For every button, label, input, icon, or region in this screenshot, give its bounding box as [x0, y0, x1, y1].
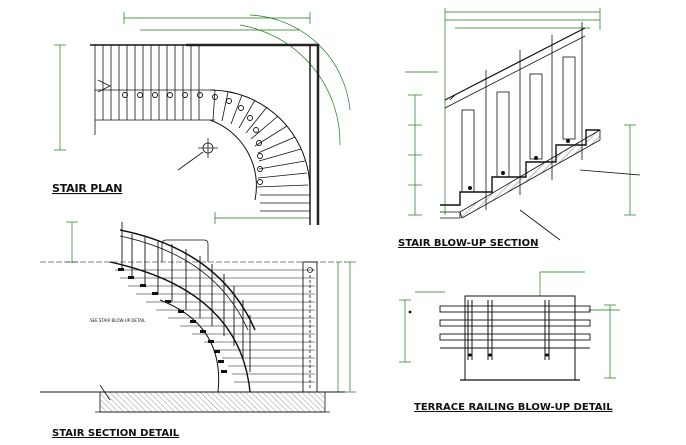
section-dimensions [66, 221, 356, 393]
section-treads [115, 269, 315, 383]
blow-up-section-title: STAIR BLOW-UP SECTION [398, 238, 538, 249]
plan-treads-straight [94, 45, 215, 135]
blowup-dimensions [405, 8, 636, 216]
stair-plan-title: STAIR PLAN [52, 182, 122, 195]
terrace-railing-detail [399, 271, 620, 381]
terrace-railing-title: TERRACE RAILING BLOW-UP DETAIL [414, 402, 613, 413]
railing-dimensions [399, 271, 620, 379]
section-balusters [121, 222, 251, 372]
plan-treads-curved [212, 89, 310, 212]
stair-blow-up-section [405, 8, 641, 241]
railing-markers [408, 310, 549, 357]
railing-posts [467, 300, 550, 360]
stair-section-detail [40, 221, 356, 413]
plan-dimensions [54, 12, 351, 224]
section-callout: SEE STAIR BLOW-UP DETAIL [90, 318, 146, 323]
railing-horizontals [439, 305, 591, 349]
plan-balusters [122, 92, 263, 185]
centre-mark-icon [177, 138, 218, 171]
section-step-blocks [118, 268, 227, 373]
step-nosings [468, 139, 570, 190]
stair-plan [54, 12, 351, 225]
section-detail-title: STAIR SECTION DETAIL [52, 428, 180, 439]
